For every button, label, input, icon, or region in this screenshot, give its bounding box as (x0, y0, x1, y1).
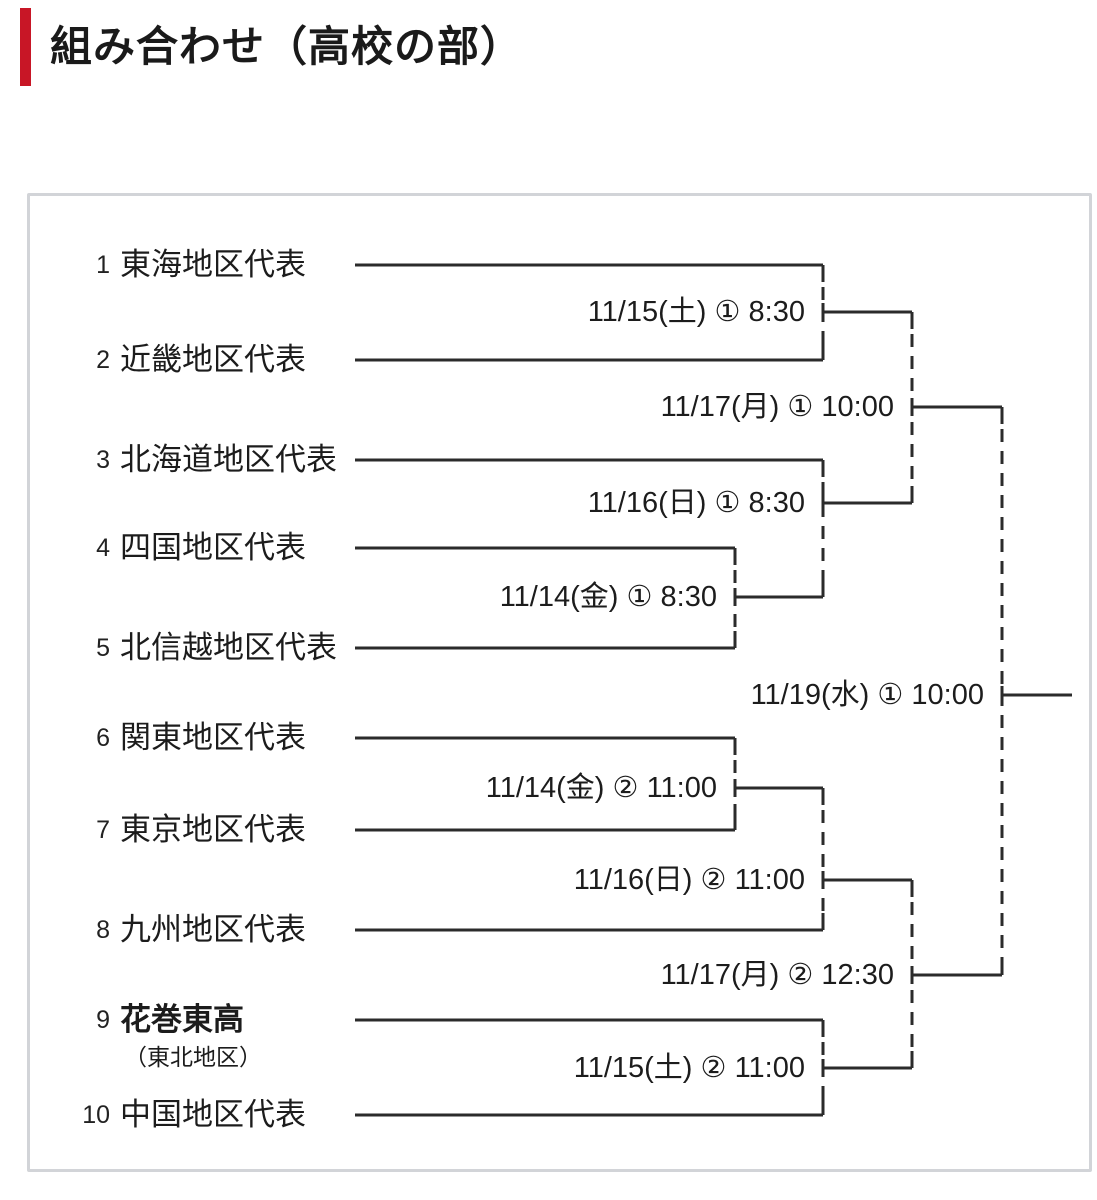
team-seed: 8 (96, 916, 110, 944)
team-seed: 5 (96, 634, 110, 662)
team-name: 北海道地区代表 (120, 442, 337, 477)
match-label-1: 11/15(土) ① 8:30 (587, 296, 805, 328)
match-label-8: 11/17(月) ② 12:30 (660, 959, 894, 991)
team-5: 5 北信越地区代表 (62, 624, 337, 672)
team-3: 3 北海道地区代表 (62, 436, 337, 484)
team-seed: 7 (96, 816, 110, 844)
team-seed: 9 (96, 1006, 110, 1034)
team-name: 中国地区代表 (120, 1097, 306, 1132)
match-label-7: 11/15(土) ② 11:00 (573, 1052, 805, 1084)
team-seed: 1 (96, 251, 110, 279)
team-seed: 2 (96, 346, 110, 374)
team-name: 関東地区代表 (120, 720, 306, 755)
team-seed: 6 (96, 724, 110, 752)
team-seed: 4 (96, 534, 110, 562)
team-name: 東海地区代表 (120, 247, 306, 282)
team-9: 9 花巻東高 （東北地区） (62, 996, 262, 1070)
match-label-4: 11/17(月) ① 10:00 (660, 391, 894, 423)
team-6: 6 関東地区代表 (62, 714, 306, 762)
section-header: 組み合わせ（高校の部） (20, 8, 523, 86)
team-name: 北信越地区代表 (120, 630, 337, 665)
team-note: （東北地区） (124, 1044, 262, 1070)
team-4: 4 四国地区代表 (62, 524, 306, 572)
match-label-2: 11/14(金) ① 8:30 (499, 581, 717, 613)
team-1: 1 東海地区代表 (62, 241, 306, 289)
team-seed: 10 (82, 1101, 110, 1129)
team-name: 九州地区代表 (120, 912, 306, 947)
team-name: 近畿地区代表 (120, 342, 306, 377)
match-label-5: 11/14(金) ② 11:00 (485, 772, 717, 804)
match-label-6: 11/16(日) ② 11:00 (573, 864, 805, 896)
team-name: 四国地区代表 (120, 530, 306, 565)
match-label-9: 11/19(水) ① 10:00 (750, 679, 984, 711)
bracket-panel (27, 193, 1092, 1172)
match-label-3: 11/16(日) ① 8:30 (587, 487, 805, 519)
team-name: 花巻東高 (120, 1002, 244, 1037)
page-title: 組み合わせ（高校の部） (50, 23, 524, 70)
team-8: 8 九州地区代表 (62, 906, 306, 954)
team-name: 東京地区代表 (120, 812, 306, 847)
team-7: 7 東京地区代表 (62, 806, 306, 854)
team-10: 10 中国地区代表 (62, 1091, 306, 1139)
title-accent-bar (20, 8, 31, 86)
team-seed: 3 (96, 446, 110, 474)
team-2: 2 近畿地区代表 (62, 336, 306, 384)
